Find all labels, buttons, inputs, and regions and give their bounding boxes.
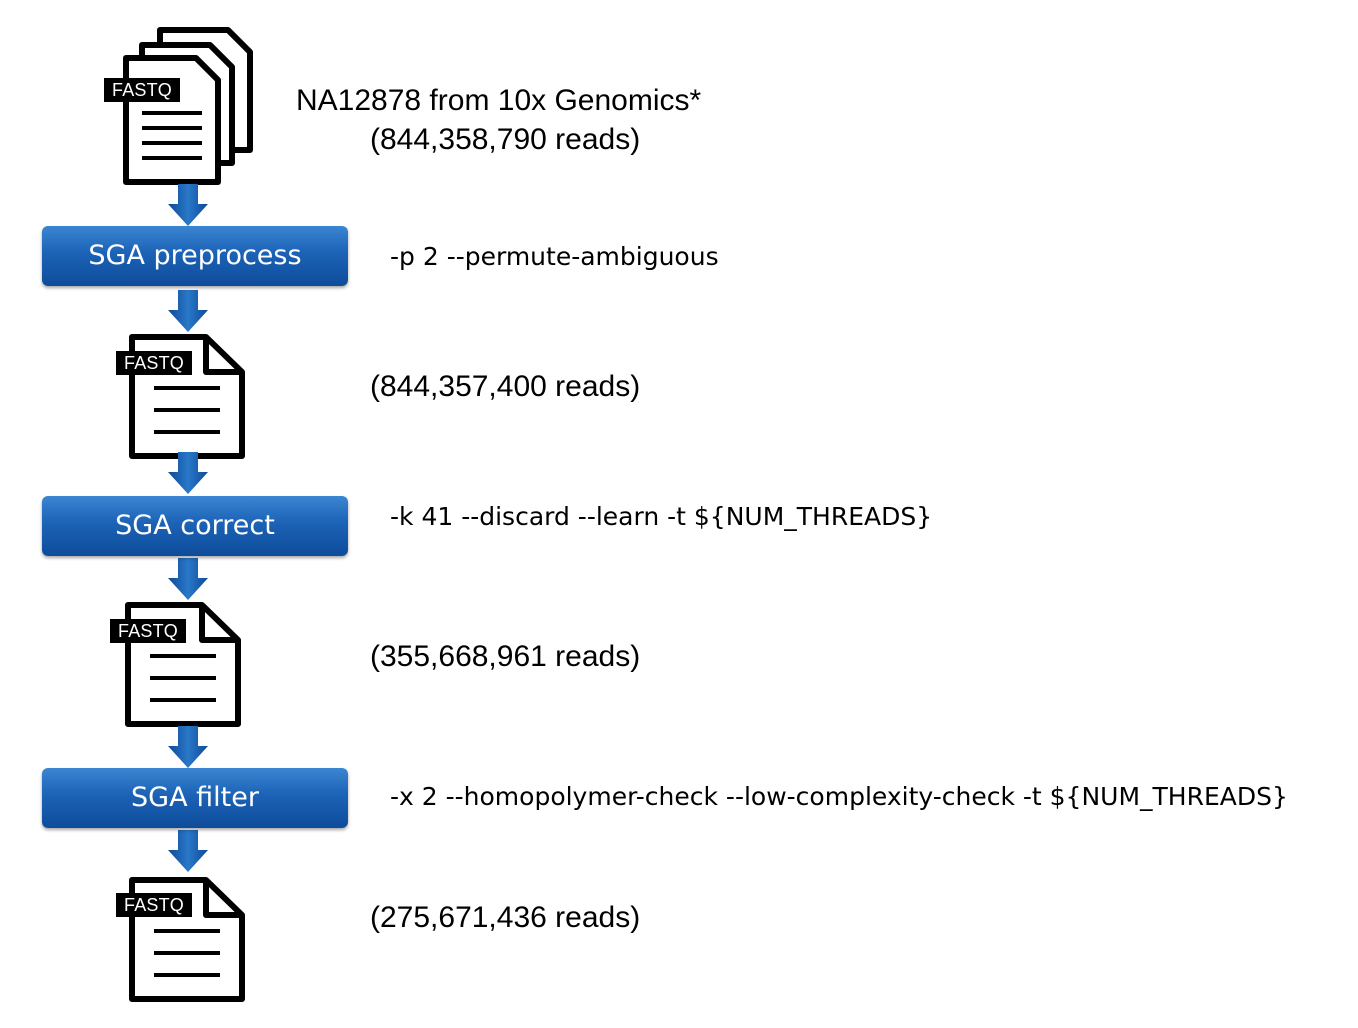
step-sga-preprocess: SGA preprocess bbox=[42, 226, 348, 286]
file-label: FASTQ bbox=[110, 619, 187, 643]
file-label: FASTQ bbox=[116, 893, 193, 917]
output-read-count: (844,357,400 reads) bbox=[370, 370, 641, 403]
file-label: FASTQ bbox=[104, 78, 181, 102]
document-stack-icon bbox=[123, 27, 253, 185]
down-arrow-icon bbox=[168, 452, 208, 494]
step-params: -x 2 --homopolymer-check --low-complexit… bbox=[390, 782, 1288, 811]
down-arrow-icon bbox=[168, 726, 208, 768]
input-read-count: (844,358,790 reads) bbox=[370, 123, 641, 156]
step-params: -p 2 --permute-ambiguous bbox=[390, 242, 719, 271]
step-params: -k 41 --discard --learn -t ${NUM_THREADS… bbox=[390, 502, 933, 531]
down-arrow-icon bbox=[168, 290, 208, 332]
down-arrow-icon bbox=[168, 184, 208, 226]
input-dataset-name: NA12878 from 10x Genomics* bbox=[296, 84, 702, 117]
down-arrow-icon bbox=[168, 830, 208, 872]
output-read-count: (355,668,961 reads) bbox=[370, 640, 641, 673]
down-arrow-icon bbox=[168, 558, 208, 600]
file-label: FASTQ bbox=[116, 351, 193, 375]
output-read-count: (275,671,436 reads) bbox=[370, 901, 641, 934]
step-sga-filter: SGA filter bbox=[42, 768, 348, 828]
step-sga-correct: SGA correct bbox=[42, 496, 348, 556]
